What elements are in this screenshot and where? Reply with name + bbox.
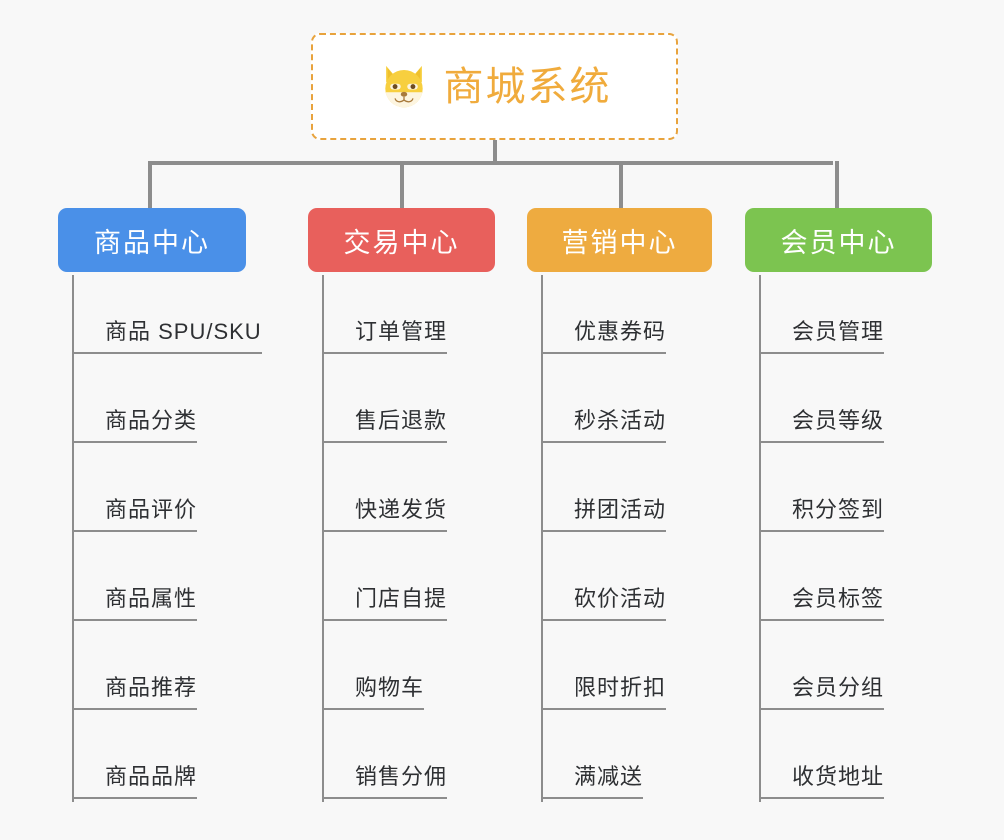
leaf-trunk-1 — [72, 275, 74, 802]
category-header-2[interactable]: 交易中心 — [308, 208, 495, 272]
leaf-trunk-4 — [759, 275, 761, 802]
leaf-trunk-2 — [322, 275, 324, 802]
leaf-item[interactable]: 拼团活动 — [527, 453, 712, 542]
leaf-list-2: 订单管理 售后退款 快递发货 门店自提 购物车 销售分佣 — [308, 275, 495, 809]
leaf-label: 销售分佣 — [321, 762, 448, 799]
leaf-label: 商品分类 — [71, 406, 198, 443]
leaf-item[interactable]: 秒杀活动 — [527, 364, 712, 453]
leaf-label: 购物车 — [321, 673, 425, 710]
leaf-item[interactable]: 订单管理 — [308, 275, 495, 364]
shiba-dog-face-icon — [384, 65, 423, 107]
category-label-1: 商品中心 — [94, 227, 210, 258]
leaf-item[interactable]: 商品评价 — [58, 453, 246, 542]
connector-horizontal-bus — [148, 161, 833, 165]
connector-drop-1 — [148, 161, 152, 208]
leaf-item[interactable]: 商品分类 — [58, 364, 246, 453]
leaf-label: 优惠券码 — [540, 317, 667, 354]
leaf-label: 商品 SPU/SKU — [72, 317, 262, 354]
leaf-label: 商品评价 — [71, 495, 198, 532]
category-label-2: 交易中心 — [343, 227, 460, 258]
root-title: 商城系统 — [443, 64, 612, 109]
leaf-label: 会员分组 — [758, 673, 885, 710]
leaf-label: 门店自提 — [321, 584, 448, 621]
connector-drop-3 — [619, 161, 623, 208]
leaf-label: 收货地址 — [758, 762, 885, 799]
category-header-3[interactable]: 营销中心 — [527, 208, 712, 272]
leaf-item[interactable]: 会员标签 — [745, 542, 932, 631]
connector-drop-2 — [400, 161, 404, 208]
leaf-label: 限时折扣 — [540, 673, 667, 710]
branch-column-4: 会员中心 会员管理 会员等级 积分签到 会员标签 会员分组 收货地址 — [745, 208, 932, 809]
leaf-label: 商品推荐 — [71, 673, 198, 710]
leaf-list-1: 商品 SPU/SKU 商品分类 商品评价 商品属性 商品推荐 商品品牌 — [58, 275, 262, 809]
leaf-item[interactable]: 优惠券码 — [527, 275, 712, 364]
root-node[interactable]: 商城系统 — [311, 33, 678, 140]
leaf-trunk-3 — [541, 275, 543, 802]
leaf-label: 商品属性 — [71, 584, 198, 621]
leaf-label: 拼团活动 — [540, 495, 667, 532]
leaf-item[interactable]: 满减送 — [527, 720, 712, 809]
branch-column-2: 交易中心 订单管理 售后退款 快递发货 门店自提 购物车 销售分佣 — [308, 208, 495, 809]
leaf-item[interactable]: 限时折扣 — [527, 631, 712, 720]
leaf-list-4: 会员管理 会员等级 积分签到 会员标签 会员分组 收货地址 — [745, 275, 932, 809]
leaf-item[interactable]: 商品推荐 — [58, 631, 246, 720]
leaf-item[interactable]: 商品属性 — [58, 542, 246, 631]
leaf-label: 满减送 — [540, 762, 644, 799]
leaf-item[interactable]: 积分签到 — [745, 453, 932, 542]
leaf-label: 会员管理 — [758, 317, 885, 354]
leaf-label: 砍价活动 — [540, 584, 667, 621]
leaf-item[interactable]: 售后退款 — [308, 364, 495, 453]
leaf-label: 商品品牌 — [71, 762, 198, 799]
leaf-item[interactable]: 收货地址 — [745, 720, 932, 809]
leaf-item[interactable]: 会员等级 — [745, 364, 932, 453]
branch-column-3: 营销中心 优惠券码 秒杀活动 拼团活动 砍价活动 限时折扣 满减送 — [527, 208, 712, 809]
category-header-4[interactable]: 会员中心 — [745, 208, 932, 272]
leaf-item[interactable]: 会员管理 — [745, 275, 932, 364]
leaf-item[interactable]: 销售分佣 — [308, 720, 495, 809]
leaf-label: 订单管理 — [321, 317, 448, 354]
leaf-label: 积分签到 — [758, 495, 885, 532]
leaf-list-3: 优惠券码 秒杀活动 拼团活动 砍价活动 限时折扣 满减送 — [527, 275, 712, 809]
category-label-3: 营销中心 — [561, 227, 678, 258]
category-header-1[interactable]: 商品中心 — [58, 208, 246, 272]
leaf-label: 售后退款 — [321, 406, 448, 443]
leaf-label: 快递发货 — [321, 495, 448, 532]
leaf-item[interactable]: 门店自提 — [308, 542, 495, 631]
connector-drop-4 — [835, 161, 839, 208]
connector-root-stem — [493, 140, 497, 165]
leaf-label: 会员等级 — [758, 406, 885, 443]
leaf-item[interactable]: 砍价活动 — [527, 542, 712, 631]
branch-column-1: 商品中心 商品 SPU/SKU 商品分类 商品评价 商品属性 商品推荐 商品品牌 — [58, 208, 262, 809]
leaf-item[interactable]: 购物车 — [308, 631, 495, 720]
leaf-item[interactable]: 会员分组 — [745, 631, 932, 720]
leaf-label: 会员标签 — [758, 584, 885, 621]
leaf-label: 秒杀活动 — [540, 406, 667, 443]
leaf-item[interactable]: 商品 SPU/SKU — [58, 275, 262, 364]
category-label-4: 会员中心 — [780, 227, 897, 258]
leaf-item[interactable]: 快递发货 — [308, 453, 495, 542]
leaf-item[interactable]: 商品品牌 — [58, 720, 246, 809]
